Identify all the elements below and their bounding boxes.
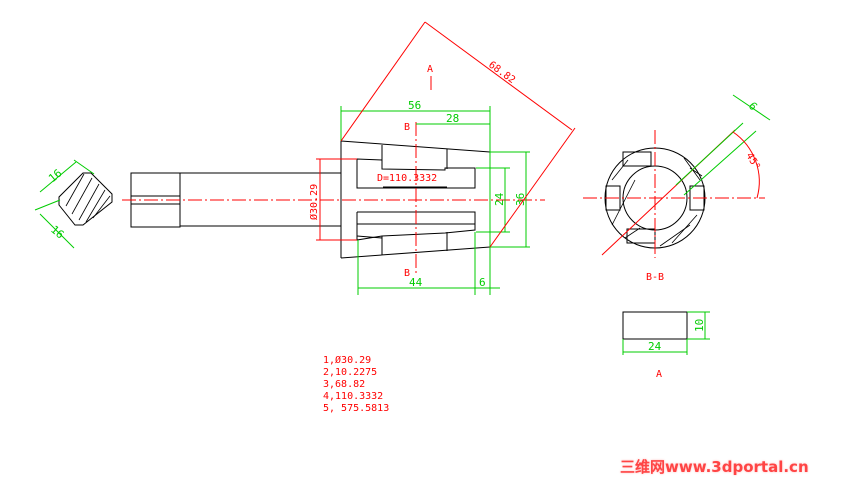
dim-68-82: 68.82 <box>486 60 517 87</box>
key-dim-a: 16 <box>46 167 65 185</box>
dim-28: 28 <box>446 112 459 125</box>
section-mark-bottom: B <box>404 268 410 279</box>
note-item: 2,10.2275 <box>323 367 378 378</box>
note-item: 4,110.3332 <box>323 391 384 402</box>
view-a-dim-24: 24 <box>648 340 662 353</box>
section-mark-top: B <box>404 122 410 133</box>
view-a: 24 10 A <box>622 311 710 380</box>
dim-36: 36 <box>514 193 527 206</box>
dim-diameter: Ø30.29 <box>308 184 320 220</box>
section-dim-6: 6 <box>746 100 760 113</box>
dim-56: 56 <box>408 99 421 112</box>
dim-6: 6 <box>479 276 486 289</box>
note-item: 3,68.82 <box>323 379 366 390</box>
key-dim-b: 16 <box>48 223 67 241</box>
section-b-b: 6 45° B-B <box>583 94 771 283</box>
note-item: 5, 575.5813 <box>323 403 390 414</box>
key-section: 16 16 <box>34 159 113 249</box>
section-title: B-B <box>646 272 664 283</box>
view-a-title: A <box>656 369 662 380</box>
dim-24: 24 <box>493 192 506 206</box>
note-item: 1,Ø30.29 <box>323 355 372 366</box>
section-angle: 45° <box>743 151 762 172</box>
view-a-dim-10: 10 <box>693 319 706 332</box>
dim-44: 44 <box>409 276 423 289</box>
notes-list: 1,Ø30.29 2,10.2275 3,68.82 4,110.3332 5,… <box>323 355 389 415</box>
view-arrow-label: A <box>427 64 433 75</box>
watermark: 三维网www.3dportal.cn <box>620 458 809 476</box>
taper-d-label: D=110.3332 <box>377 173 437 184</box>
dimensions: 56 28 44 6 36 24 Ø30.29 68.82 <box>308 21 576 295</box>
